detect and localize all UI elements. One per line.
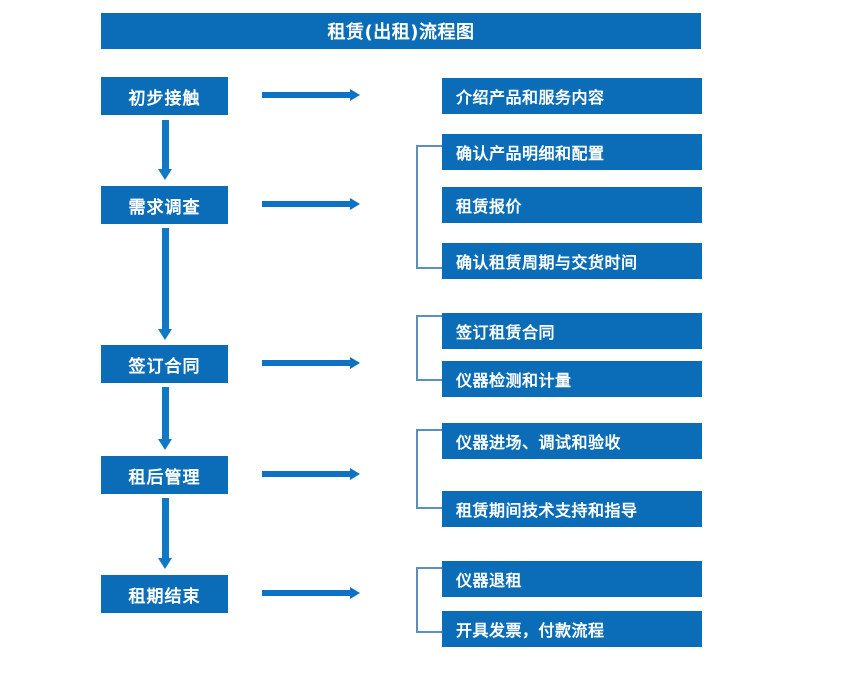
detail-box-rental-quotation[interactable]: 租赁报价: [442, 187, 702, 223]
right-arrow-icon-post-rental-management: [262, 468, 360, 480]
down-arrow-icon-survey-to-contract: [158, 228, 172, 340]
detail-box-technical-support[interactable]: 租赁期间技术支持和指导: [442, 491, 702, 527]
left-bracket-icon-post-rental-group: [416, 429, 442, 509]
left-bracket-icon-lease-end-group: [416, 567, 442, 633]
right-arrow-icon-lease-end: [262, 587, 360, 599]
detail-box-instrument-inspection[interactable]: 仪器检测和计量: [442, 361, 702, 397]
stage-box-initial-contact[interactable]: 初步接触: [101, 77, 228, 115]
down-arrow-icon-management-to-end: [158, 498, 172, 569]
stage-box-needs-survey[interactable]: 需求调查: [101, 186, 228, 224]
left-bracket-icon-needs-survey-group: [416, 145, 442, 269]
detail-box-invoice-payment[interactable]: 开具发票，付款流程: [442, 611, 702, 647]
right-arrow-icon-needs-survey: [262, 198, 360, 210]
left-bracket-icon-sign-contract-group: [416, 315, 442, 381]
detail-box-introduce-products[interactable]: 介绍产品和服务内容: [442, 78, 702, 114]
stage-box-post-rental-management[interactable]: 租后管理: [101, 456, 228, 494]
right-arrow-icon-initial-contact: [262, 89, 360, 101]
stage-box-sign-contract[interactable]: 签订合同: [101, 345, 228, 383]
detail-box-confirm-product-details[interactable]: 确认产品明细和配置: [442, 134, 702, 170]
detail-box-instrument-return[interactable]: 仪器退租: [442, 561, 702, 597]
right-arrow-icon-sign-contract: [262, 357, 360, 369]
stage-box-lease-end[interactable]: 租期结束: [101, 575, 228, 613]
diagram-title: 租赁(出租)流程图: [101, 13, 701, 49]
down-arrow-icon-contact-to-survey: [158, 120, 172, 180]
detail-box-confirm-lease-period[interactable]: 确认租赁周期与交货时间: [442, 243, 702, 279]
detail-box-instrument-entry-commissioning[interactable]: 仪器进场、调试和验收: [442, 423, 702, 459]
detail-box-sign-lease-contract[interactable]: 签订租赁合同: [442, 313, 702, 349]
down-arrow-icon-contract-to-management: [158, 387, 172, 450]
